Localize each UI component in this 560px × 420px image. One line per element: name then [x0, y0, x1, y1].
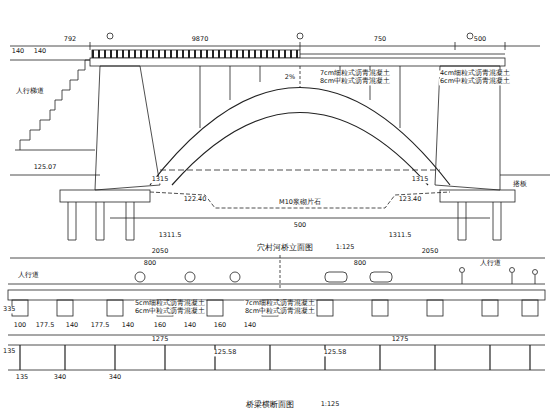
pile-line [114, 345, 115, 370]
dimension-label: 177.5 [35, 322, 56, 329]
dimension-label: 177.5 [90, 322, 111, 329]
pile-line [458, 240, 466, 241]
girder [482, 300, 498, 316]
dimension-label: 1315 [411, 176, 430, 183]
dimension-label: 4cm细粒式沥青混凝土 [439, 70, 511, 77]
pile-line [134, 202, 135, 240]
pile-line [269, 345, 270, 370]
dimension-label: 人行道 [479, 260, 502, 267]
dimension-label: 7cm细粒式沥青混凝土 [319, 70, 391, 77]
dimension-label: 1315 [151, 176, 170, 183]
dimension-label: 1311.5 [388, 232, 413, 239]
pile-line [379, 345, 380, 370]
dimension-label: 140 [11, 48, 25, 55]
pile-line [493, 240, 501, 241]
girder [522, 300, 538, 316]
dimension-label: 800 [143, 260, 157, 267]
girder [427, 300, 443, 316]
dimension-label: 125.58 [323, 349, 348, 356]
dimension-label: 100 [13, 322, 27, 329]
dimension-label: 340 [53, 374, 67, 381]
dimension-label: 人行道 [17, 272, 40, 279]
dimension-label: 792 [63, 36, 77, 43]
pile-line [19, 345, 20, 370]
dimension-label: 搭板 [512, 181, 528, 188]
pile-line [434, 345, 435, 370]
dimension-label: 122.40 [183, 196, 208, 203]
dimension-label: 5cm细粒式沥青混凝土 [134, 300, 206, 307]
girder [107, 300, 123, 316]
dimension-label: 2050 [151, 248, 170, 255]
dimension-label: 人行梯道 [15, 88, 45, 95]
dimension-label: 135 [2, 348, 16, 355]
view-title: 桥梁横断面图 [245, 401, 295, 410]
dimension-label: 140 [33, 48, 47, 55]
dimension-label: 750 [373, 36, 387, 43]
pile-line [501, 202, 502, 240]
dimension-label: 160 [213, 322, 227, 329]
dimension-label: 500 [473, 36, 487, 43]
dimension-label: 2% [284, 74, 296, 81]
dimension-label: 1275 [151, 336, 170, 343]
dimension-label: 125.58 [213, 349, 238, 356]
pile-line [126, 240, 134, 241]
dimension-label: 123.40 [398, 196, 423, 203]
pile-line [68, 240, 76, 241]
dimension-label: 7cm细粒式沥青混凝土 [244, 300, 316, 307]
dimension-label: 140 [65, 322, 79, 329]
dimension-label: 1:125 [320, 401, 341, 408]
pile-line [68, 202, 69, 240]
pile-line [529, 345, 530, 370]
pile-line [76, 202, 77, 240]
pile-line [64, 345, 65, 370]
dimension-label: 125.07 [33, 164, 58, 171]
dimension-label: 9870 [191, 36, 210, 43]
dimension-label: 140 [243, 322, 257, 329]
dimension-label: 6cm中粒式沥青混凝土 [134, 308, 206, 315]
pile-line [164, 345, 165, 370]
pile-line [126, 202, 127, 240]
dimension-label: 135 [15, 374, 29, 381]
girder [207, 300, 223, 316]
pile-line [458, 202, 459, 240]
pile-line [489, 345, 490, 370]
dimension-label: M10浆砌片石 [278, 199, 322, 206]
girder [372, 300, 388, 316]
dimension-label: 8cm中粒式沥青混凝土 [319, 78, 391, 85]
dimension-label: 1275 [391, 336, 410, 343]
dimension-label: 1311.5 [158, 232, 183, 239]
dimension-label: 2050 [421, 248, 440, 255]
dimension-label: 1:125 [335, 244, 356, 251]
dimension-label: 140 [121, 322, 135, 329]
dimension-label: 8cm中粒式沥青混凝土 [244, 308, 316, 315]
view-title: 穴村河桥立面图 [256, 244, 314, 253]
dimension-label: 160 [153, 322, 167, 329]
dimension-label: 6cm中粒式沥青混凝土 [439, 78, 511, 85]
girder [57, 300, 73, 316]
dimension-label: 335 [2, 306, 16, 313]
pile-line [493, 202, 494, 240]
pile-line [104, 202, 105, 240]
pile-line [96, 240, 104, 241]
pile-line [96, 202, 97, 240]
girder [317, 300, 333, 316]
dimension-label: 140 [183, 322, 197, 329]
pile-line [466, 202, 467, 240]
dimension-label: 500 [293, 222, 307, 229]
dimension-label: 340 [108, 374, 122, 381]
dimension-label: 800 [353, 260, 367, 267]
